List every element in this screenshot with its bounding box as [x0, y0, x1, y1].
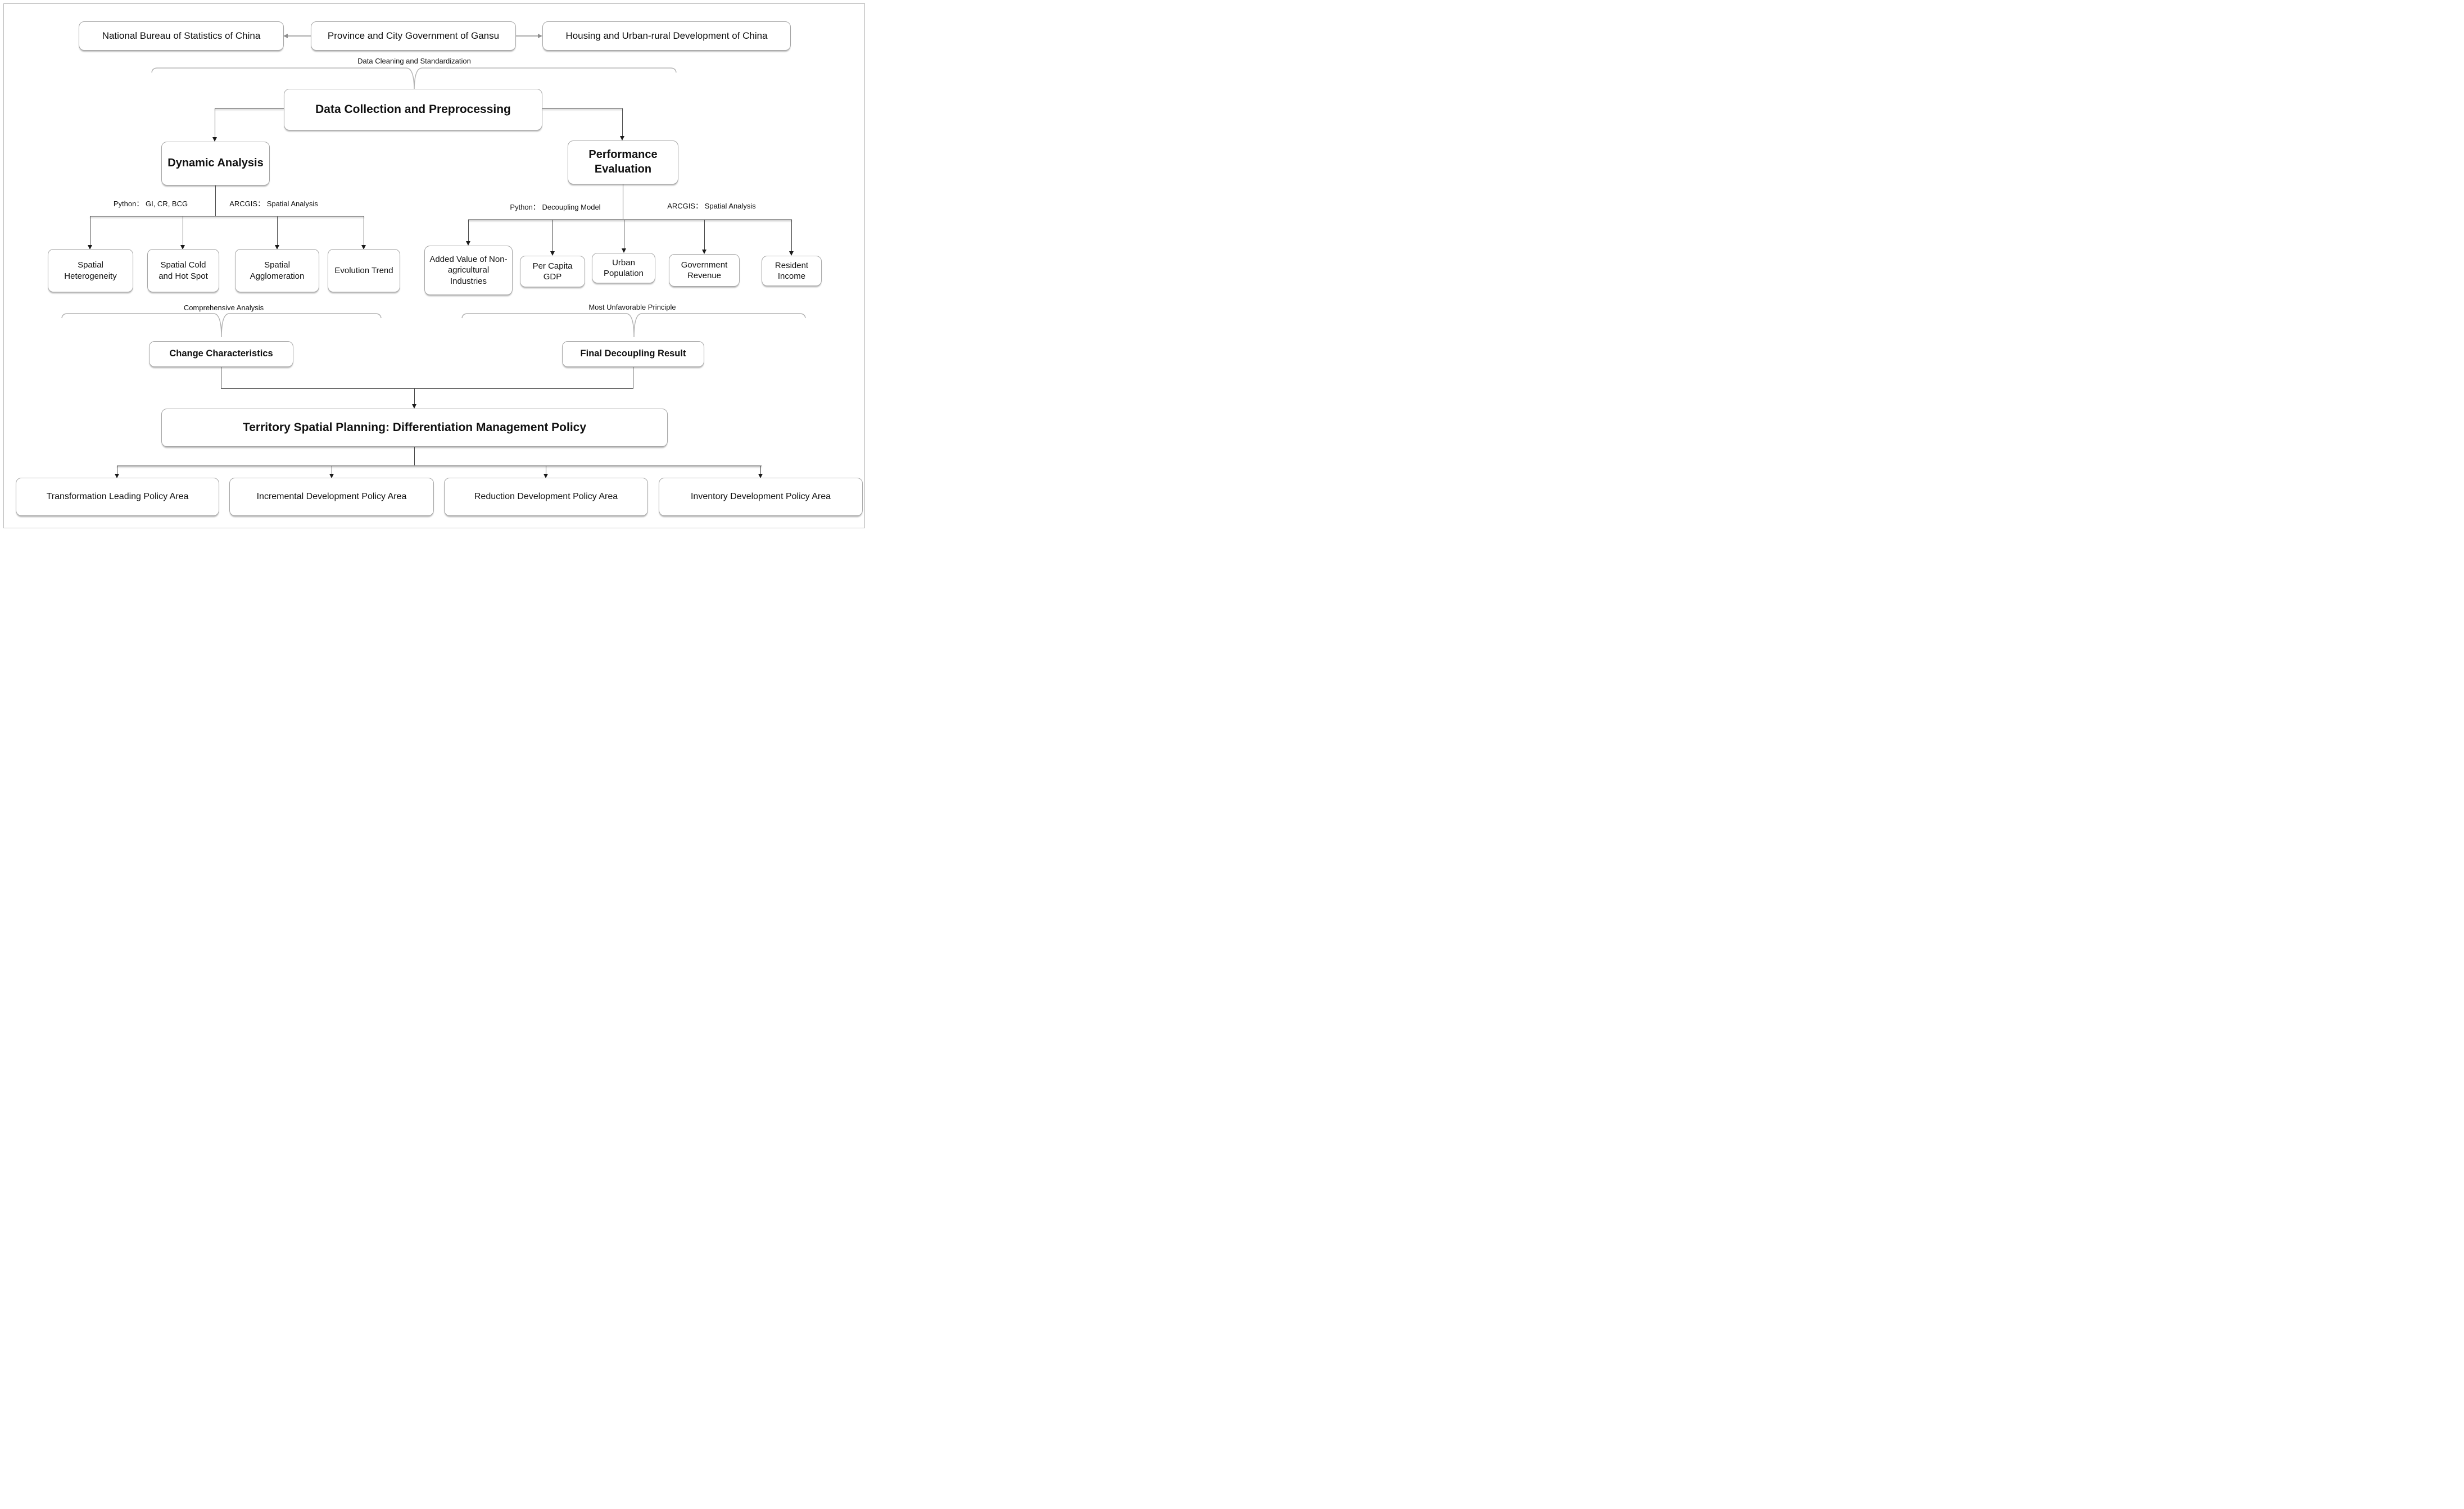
node-dynamic-analysis: Dynamic Analysis: [161, 142, 270, 185]
arrow-down-icon: [789, 251, 794, 256]
node-per-capita-gdp: Per Capita GDP: [520, 256, 585, 287]
label-comprehensive-analysis: Comprehensive Analysis: [183, 303, 264, 312]
connector-drop: [552, 220, 553, 251]
arrow-down-icon: [758, 474, 763, 478]
node-government-revenue: Government Revenue: [669, 254, 740, 287]
arrow-down-icon: [180, 245, 185, 250]
arrow-down-icon: [361, 245, 366, 250]
node-national-bureau: National Bureau of Statistics of China: [79, 21, 284, 51]
node-territory-spatial-planning: Territory Spatial Planning: Differentiat…: [161, 409, 668, 447]
connector-split-right-drop: [622, 108, 623, 136]
arrow-down-icon: [115, 474, 119, 478]
node-evolution-trend: Evolution Trend: [328, 249, 400, 292]
node-spatial-cold-hot-spot: Spatial Cold and Hot Spot: [147, 249, 219, 292]
arrow-down-icon: [329, 474, 334, 478]
connector-drop: [791, 220, 792, 251]
connector-drop: [468, 220, 469, 241]
node-final-decoupling-result: Final Decoupling Result: [562, 341, 704, 367]
connector-drop: [760, 466, 761, 474]
arrow-down-icon: [550, 251, 555, 256]
connector-policy-stem: [414, 447, 415, 465]
node-change-characteristics: Change Characteristics: [149, 341, 293, 367]
label-arcgis-right: ARCGIS： Spatial Analysis: [667, 202, 756, 210]
connector-split-left: [215, 108, 284, 109]
node-housing-development: Housing and Urban-rural Development of C…: [542, 21, 791, 51]
node-incremental-development-area: Incremental Development Policy Area: [229, 478, 434, 516]
figure-border: [3, 3, 865, 528]
node-gansu-government: Province and City Government of Gansu: [311, 21, 516, 51]
brace-data-cleaning: [151, 67, 677, 91]
node-added-value-nonagricultural: Added Value of Non-agricultural Industri…: [424, 246, 513, 295]
connector-merge-bar: [221, 388, 633, 389]
arrow-down-icon: [275, 245, 279, 250]
node-spatial-heterogeneity: Spatial Heterogeneity: [48, 249, 133, 292]
arrow-down-icon: [622, 248, 626, 253]
connector-policy-branch: [117, 465, 762, 466]
connector-split-right: [542, 108, 623, 109]
label-most-unfavorable: Most Unfavorable Principle: [588, 303, 676, 311]
node-resident-income: Resident Income: [762, 256, 822, 286]
arrow-down-icon: [466, 241, 470, 246]
node-transformation-leading-area: Transformation Leading Policy Area: [16, 478, 219, 516]
node-reduction-development-area: Reduction Development Policy Area: [444, 478, 648, 516]
node-data-collection: Data Collection and Preprocessing: [284, 89, 542, 130]
label-data-cleaning: Data Cleaning and Standardization: [357, 57, 471, 65]
flowchart-canvas: National Bureau of Statistics of China P…: [0, 0, 868, 532]
arrow-down-icon: [212, 137, 217, 142]
node-spatial-agglomeration: Spatial Agglomeration: [235, 249, 319, 292]
connector-source-right: [516, 35, 538, 37]
arrow-left-icon: [283, 33, 288, 38]
arrow-down-icon: [412, 404, 416, 409]
arrow-down-icon: [88, 245, 92, 250]
connector-right-branch: [468, 219, 792, 220]
connector-drop: [704, 220, 705, 250]
arrow-down-icon: [620, 136, 624, 141]
brace-comprehensive: [61, 313, 382, 338]
arrow-down-icon: [702, 250, 706, 254]
node-performance-evaluation: Performance Evaluation: [568, 141, 678, 184]
node-inventory-development-area: Inventory Development Policy Area: [659, 478, 863, 516]
label-python-right: Python： Decoupling Model: [510, 203, 601, 211]
label-python-left: Python： GI, CR, BCG: [113, 200, 188, 208]
node-urban-population: Urban Population: [592, 253, 655, 283]
brace-most-unfavorable: [461, 313, 806, 338]
label-arcgis-left: ARCGIS： Spatial Analysis: [229, 200, 318, 208]
connector-left-branch: [90, 216, 364, 217]
connector-source-left: [287, 35, 311, 37]
arrow-down-icon: [543, 474, 548, 478]
connector-merge-drop: [414, 388, 415, 404]
arrow-right-icon: [538, 33, 542, 38]
connector-drop: [277, 216, 278, 245]
connector-dynamic-stem: [215, 185, 216, 216]
